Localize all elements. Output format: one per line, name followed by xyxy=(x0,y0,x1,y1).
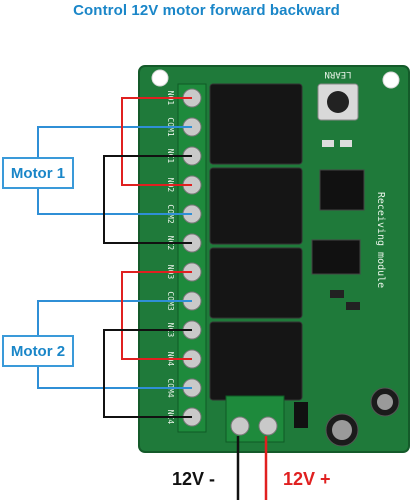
wire-blue xyxy=(37,189,192,215)
terminal-block xyxy=(177,83,207,433)
diode xyxy=(294,402,308,428)
smd-component xyxy=(322,140,334,147)
motor-1-label: Motor 1 xyxy=(10,164,66,182)
smd-component xyxy=(346,302,360,310)
learn-label: LEARN xyxy=(324,69,351,79)
wire-black xyxy=(103,329,192,418)
relay xyxy=(209,247,303,319)
wire-blue xyxy=(37,367,192,389)
wire-blue xyxy=(37,300,192,335)
ic-chip xyxy=(311,239,361,275)
wire-red xyxy=(121,271,192,360)
diagram-title: Control 12V motor forward backward xyxy=(73,2,340,19)
power-positive-label: 12V + xyxy=(283,469,331,489)
motor-2-label: Motor 2 xyxy=(10,342,66,360)
power-screw-positive xyxy=(258,416,278,436)
power-screw-negative xyxy=(230,416,250,436)
wire-blue xyxy=(37,126,192,157)
motor2-wires xyxy=(37,300,192,389)
motor-2-box: Motor 2 xyxy=(2,335,74,367)
smd-component xyxy=(330,290,344,298)
relay xyxy=(209,83,303,165)
smd-component xyxy=(340,140,352,147)
relays xyxy=(209,83,303,401)
motor1-power-wires xyxy=(103,97,192,244)
relay xyxy=(209,321,303,401)
relay xyxy=(209,167,303,245)
motor2-power-wires xyxy=(103,271,192,418)
motor-1-box: Motor 1 xyxy=(2,157,74,189)
wire-black xyxy=(103,155,192,244)
module-label: Receiving module xyxy=(375,192,386,288)
ic-chip xyxy=(319,169,365,211)
motor1-wires xyxy=(37,126,192,215)
learn-button-cap xyxy=(327,91,349,113)
wire-red xyxy=(121,97,192,186)
mounting-hole xyxy=(382,71,400,89)
mounting-hole xyxy=(151,69,169,87)
power-negative-label: 12V - xyxy=(172,469,216,489)
